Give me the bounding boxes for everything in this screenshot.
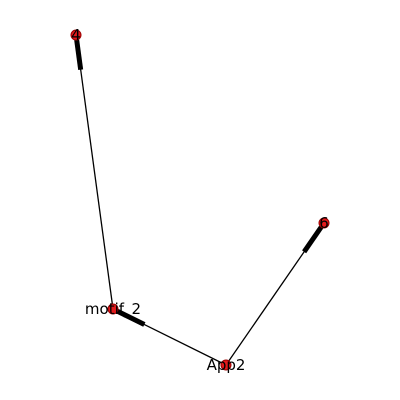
nodes-layer (70, 29, 330, 371)
node-app2 (220, 359, 232, 371)
edge-arrowhead-app2-to-motif-2 (116, 308, 146, 327)
node-label-6: 6 (319, 214, 329, 232)
node-label-4: 4 (71, 26, 81, 44)
node-4 (70, 29, 82, 41)
edges-layer (74, 39, 324, 366)
node-motif-2 (107, 303, 119, 315)
edge-arrowhead-motif-2-to-4 (74, 39, 84, 71)
node-6 (318, 217, 330, 229)
node-label-app2: App2 (207, 356, 246, 374)
edge-arrowhead-app2-to-6 (302, 225, 324, 254)
edge-motif-2-to-4 (76, 39, 114, 310)
node-label-motif-2: motif_2 (85, 300, 141, 319)
